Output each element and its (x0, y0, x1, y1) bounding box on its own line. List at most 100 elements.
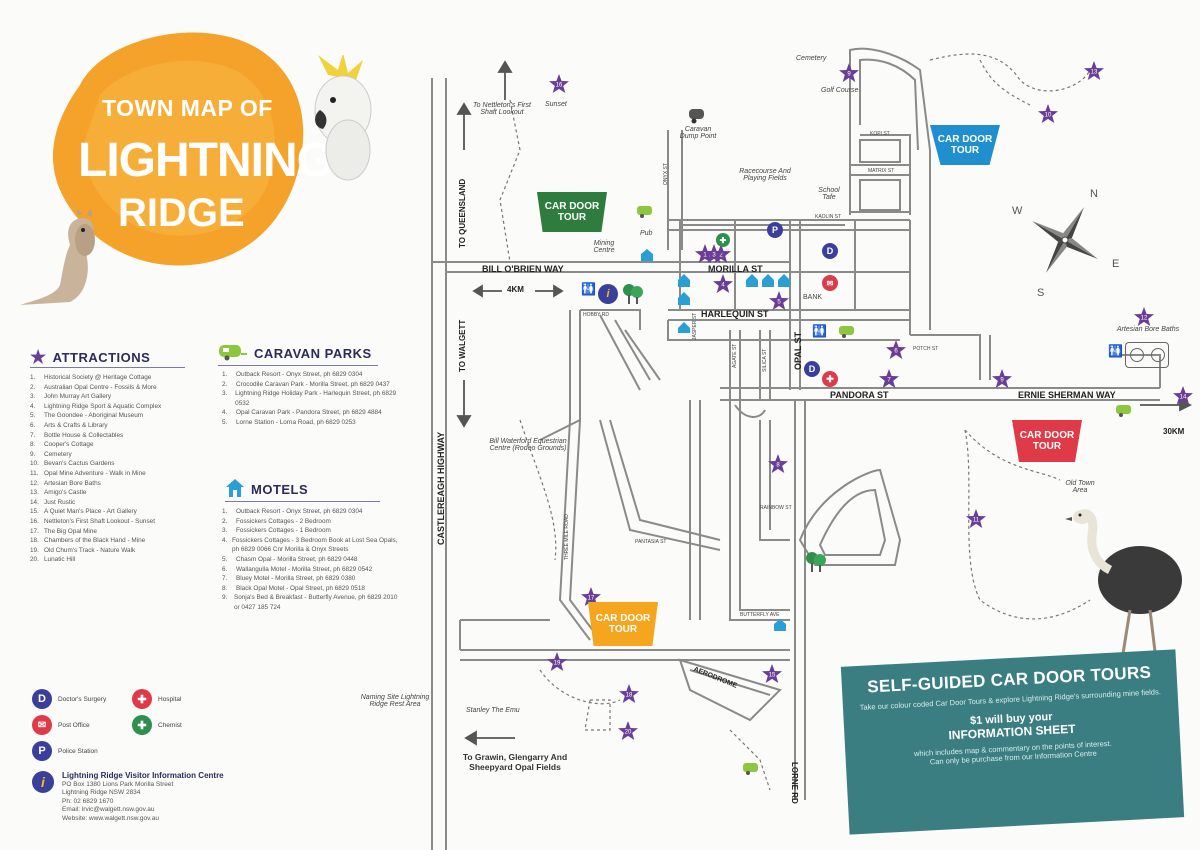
attraction-star-icon[interactable]: 6 (885, 339, 907, 361)
attraction-star-icon[interactable]: 10 (1037, 103, 1059, 125)
info-icon: i (32, 771, 54, 793)
street-onyx: ONYX ST (663, 163, 669, 185)
svg-text:14: 14 (1180, 395, 1187, 401)
post-office-icon: ✉ (32, 715, 52, 735)
motel-item: 3.Fossickers Cottages - 1 Bedroom (222, 527, 331, 535)
caravan-item: 5.Lorne Station - Lorna Road, ph 6829 02… (222, 418, 356, 426)
divider (218, 365, 378, 366)
motel-item: 2.Fossickers Cottages - 2 Bedroom (222, 517, 331, 525)
map-tree-icon (622, 282, 644, 306)
map-doctor-icon: D (822, 243, 838, 259)
svg-text:8: 8 (776, 463, 780, 469)
svg-text:11: 11 (973, 518, 980, 524)
svg-text:2: 2 (719, 253, 723, 259)
map-toilet-icon-3: 🚻 (1108, 344, 1123, 358)
map-info-icon[interactable]: i (598, 284, 618, 304)
attraction-star-icon[interactable]: 5 (768, 290, 790, 312)
place-stanley: Stanley The Emu (466, 707, 520, 714)
street-potch: POTCH ST (913, 346, 939, 352)
attraction-star-icon[interactable]: 9 (991, 368, 1013, 390)
attraction-item: 6.Arts & Crafts & Library (30, 421, 108, 429)
map-caravan-icon-3 (1115, 404, 1135, 423)
map-toilet-icon: 🚻 (581, 282, 596, 296)
motel-item: 9.Sonja's Bed & Breakfast - Butterfly Av… (222, 594, 398, 611)
attraction-star-icon[interactable]: 4 (712, 273, 734, 295)
cockatoo-illustration (298, 53, 393, 185)
visitor-email[interactable]: Email: lrvic@walgett.nsw.gov.au (62, 806, 155, 814)
svg-text:12: 12 (1141, 316, 1148, 322)
place-bank: BANK (803, 294, 823, 301)
attraction-star-icon[interactable]: 1 (694, 243, 716, 265)
attraction-star-icon[interactable]: 14 (1172, 385, 1194, 407)
street-silica: SILICA ST (762, 348, 768, 372)
motel-item: 8.Black Opal Motel - Opal Street, ph 682… (222, 584, 365, 592)
place-racecourse: Racecourse And Playing Fields (739, 168, 791, 182)
attraction-star-icon[interactable]: 3 (703, 243, 725, 265)
attraction-star-icon[interactable]: 8 (767, 453, 789, 475)
map-caravan-icon-4 (742, 762, 762, 781)
emu-illustration (1060, 505, 1185, 670)
map-house-icon-motel (773, 618, 787, 637)
attraction-star-icon[interactable]: 17 (580, 586, 602, 608)
map-caravan-icon-1 (636, 205, 656, 224)
caravan-icon (218, 343, 248, 364)
orange-blob-graphic (52, 32, 304, 266)
attraction-star-icon[interactable]: 11 (965, 508, 987, 530)
attraction-item: 11.Opal Mine Adventure - Walk in Mine (30, 469, 146, 477)
street-pandora: PANDORA ST (830, 390, 889, 400)
motels-heading: MOTELS (225, 478, 308, 501)
attraction-item: 20.Lunatic Hill (30, 556, 76, 564)
street-agate: AGATE ST (732, 343, 738, 368)
attraction-star-icon[interactable]: 12 (1133, 306, 1155, 328)
attraction-star-icon[interactable]: 9 (838, 62, 860, 84)
attraction-item: 13.Amigo's Castle (30, 489, 87, 497)
visitor-website[interactable]: Website: www.walgett.nsw.gov.au (62, 814, 159, 822)
map-tree-icon-2 (805, 550, 827, 574)
svg-text:5: 5 (777, 300, 781, 306)
svg-text:10: 10 (1045, 113, 1052, 119)
attraction-item: 16.Nettleton's First Shaft Lookout - Sun… (30, 517, 155, 525)
svg-text:6: 6 (894, 349, 898, 355)
attractions-heading: ★ ATTRACTIONS (30, 347, 151, 367)
svg-text:9: 9 (847, 72, 851, 78)
street-morilla: MORILLA ST (708, 264, 763, 274)
street-butterfly: BUTTERFLY AVE (740, 612, 780, 618)
street-bill-obrien: BILL O'BRIEN WAY (482, 264, 564, 274)
svg-text:4: 4 (721, 283, 725, 289)
motel-item: 4.Fossickers Cottages - 3 Bedroom Book a… (222, 536, 398, 554)
place-nettleton: To Nettleton's First Shaft Lookout (473, 102, 531, 116)
street-30km: 30KM (1163, 427, 1185, 436)
attraction-item: 5.The Goondee - Aboriginal Museum (30, 412, 144, 420)
place-artesian: Artesian Bore Baths (1116, 326, 1180, 333)
police-icon: P (32, 741, 52, 761)
attraction-star-icon[interactable]: 13 (1083, 60, 1105, 82)
attraction-star-icon[interactable]: 20 (617, 720, 639, 742)
attraction-item: 19.Old Chum's Track - Nature Walk (30, 546, 136, 554)
legend-police: P Police Station (32, 741, 98, 761)
attraction-star-icon[interactable]: 19 (546, 651, 568, 673)
attraction-item: 12.Artesian Bore Baths (30, 479, 101, 487)
attraction-star-icon[interactable]: 18 (618, 683, 640, 705)
place-grawin: To Grawin, Glengarry And Sheepyard Opal … (462, 752, 568, 772)
attraction-star-icon[interactable]: 7 (878, 368, 900, 390)
caravan-heading: CARAVAN PARKS (218, 343, 372, 364)
star-icon: ★ (30, 347, 47, 367)
svg-text:19: 19 (554, 661, 561, 667)
place-cemetery: Cemetery (796, 55, 827, 62)
street-matrix: MATRIX ST (868, 168, 895, 174)
place-old-town: Old Town Area (1065, 480, 1095, 494)
legend-hospital: ✚ Hospital (132, 689, 181, 709)
svg-text:9: 9 (1000, 378, 1004, 384)
compass-n: N (1090, 188, 1098, 200)
attraction-item: 7.Bottle House & Collectables (30, 431, 124, 439)
place-caravan-dump: Caravan Dump Point (679, 126, 717, 140)
attraction-star-icon[interactable]: 16 (548, 73, 570, 95)
svg-text:17: 17 (588, 596, 595, 602)
attraction-star-icon[interactable]: 15 (761, 663, 783, 685)
